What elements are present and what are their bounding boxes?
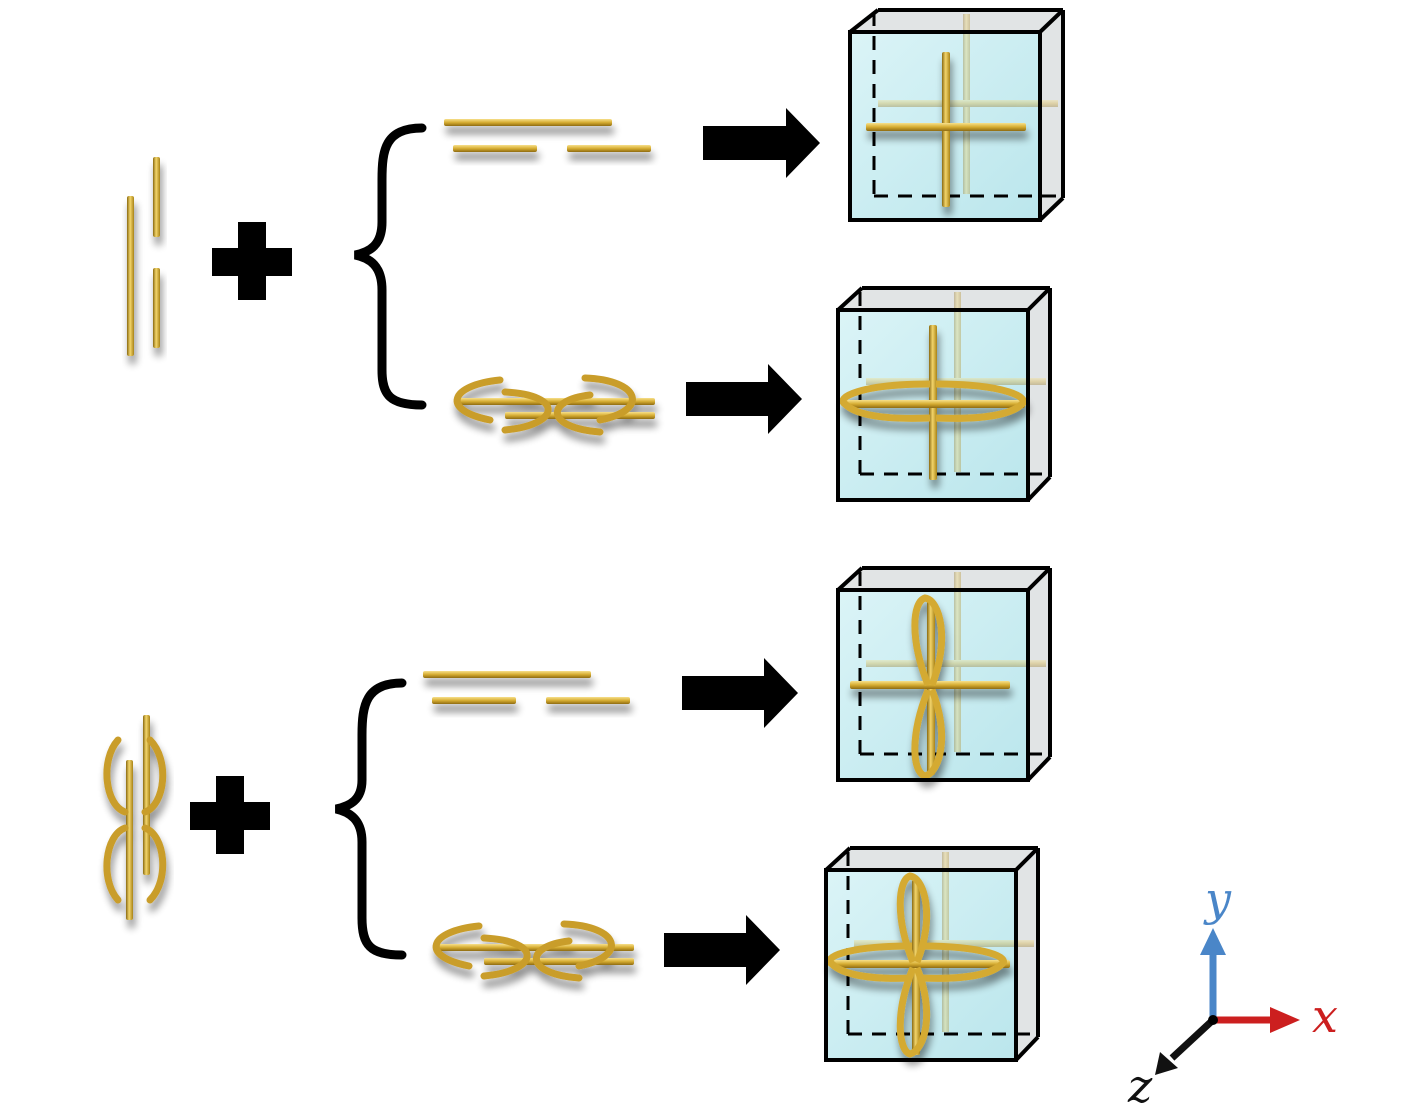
x-axis-label: x (1312, 989, 1338, 1043)
partner-curved-bars-1 (453, 374, 655, 436)
plus-icon (212, 222, 292, 300)
curly-brace-icon (334, 678, 407, 960)
right-arrow-icon (682, 658, 798, 728)
cube-icon (836, 286, 1052, 502)
right-arrow-icon (703, 108, 820, 178)
z-axis-label: z (1127, 1059, 1153, 1113)
y-axis-label: y (1203, 872, 1232, 926)
partner-straight-bars-1 (444, 119, 651, 152)
cube-icon (848, 8, 1065, 222)
plus-icon (190, 776, 270, 854)
right-arrow-icon (664, 915, 780, 985)
cube-icon (824, 846, 1040, 1062)
base-straight-bars-top (127, 157, 160, 356)
base-curved-bars-bottom (103, 715, 167, 920)
right-arrow-icon (686, 364, 802, 434)
partner-straight-bars-2 (423, 671, 630, 704)
axis-triad-icon: y x z (1127, 872, 1338, 1113)
curly-brace-icon (353, 123, 427, 410)
cube-icon (836, 566, 1052, 782)
partner-curved-bars-2 (432, 920, 634, 982)
